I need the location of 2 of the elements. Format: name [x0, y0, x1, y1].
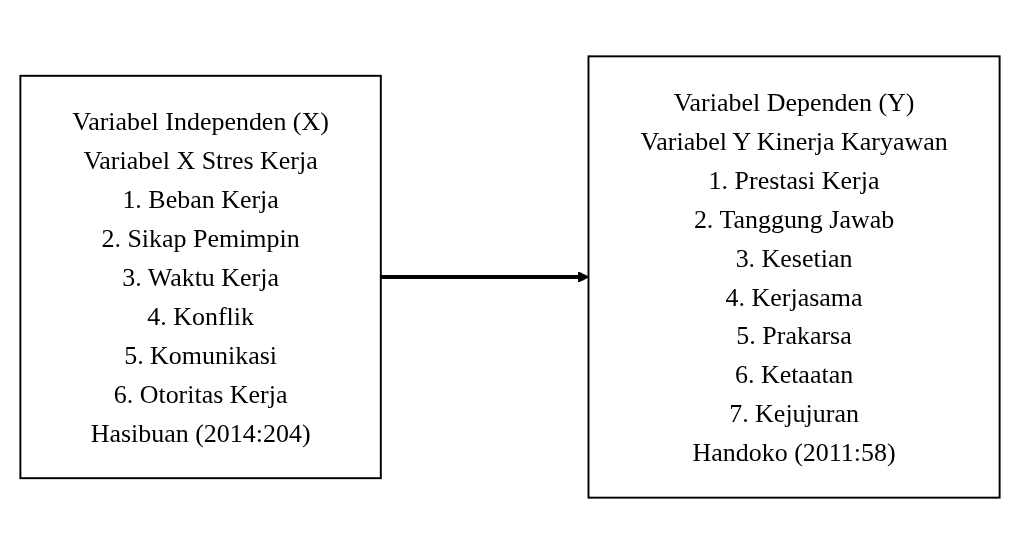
node-box: Variabel Dependen (Y) Variabel Y Kinerja Karyawan 1. Prestasi Kerja 2. Tanggung Jawab 3. Kesetian 4. Kerjasama 5. Prakarsa 6. Ketaatan 7. Kejujuran Handoko (2011:58): [587, 55, 1001, 499]
node-box: Variabel Independen (X) Variabel X Stres Kerja 1. Beban Kerja 2. Sikap Pemimpin 3. Waktu Kerja 4. Konflik 5. Komunikasi 6. Otoritas Kerja Hasibuan (2014:204): [18, 74, 382, 480]
